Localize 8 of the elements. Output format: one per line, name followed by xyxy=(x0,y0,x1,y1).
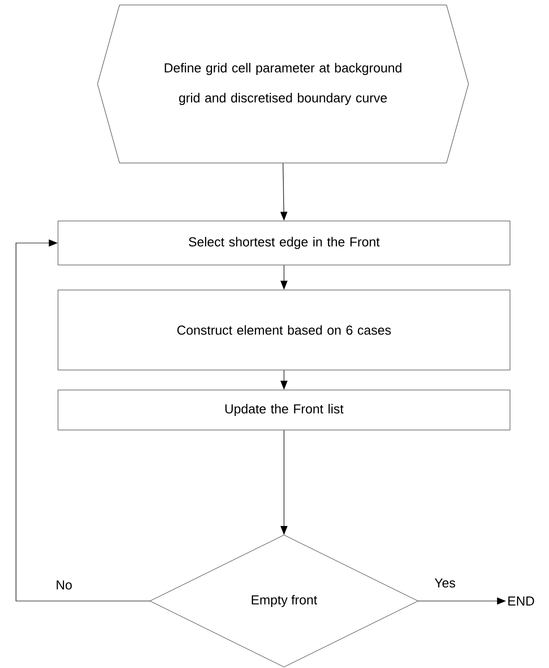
end-label: END xyxy=(508,596,534,606)
arrow xyxy=(16,239,150,602)
process-box: Construct element based on 6 cases xyxy=(58,290,510,370)
process-box: Select shortest edge in the Front xyxy=(58,220,510,266)
process-box: Update the Front list xyxy=(58,390,510,430)
edge-label: Yes xyxy=(433,577,457,589)
hexagon-box: Define grid cell parameter at background grid and discretised boundary curve xyxy=(97,4,469,164)
edge-label: No xyxy=(54,579,74,591)
